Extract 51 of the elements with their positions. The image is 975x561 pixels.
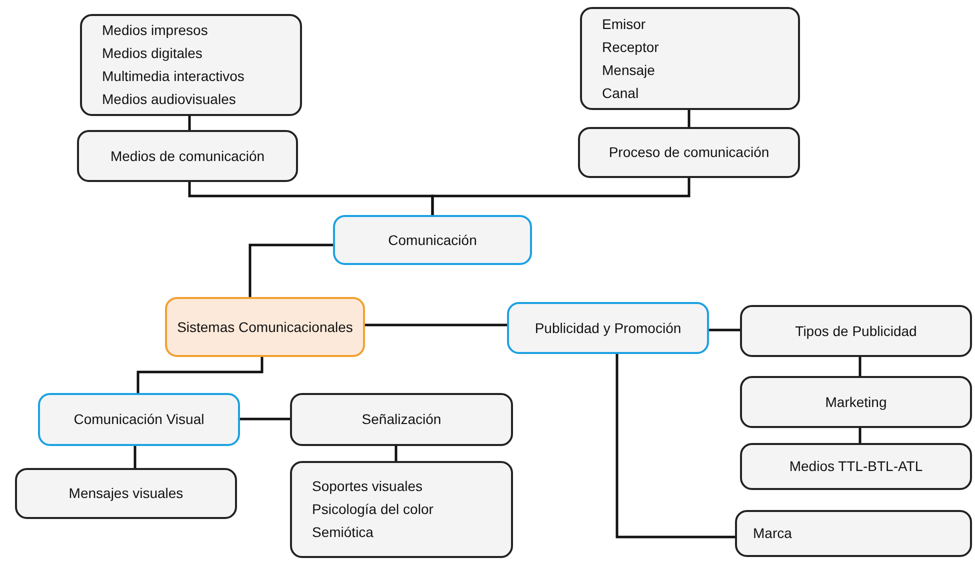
list-item: Multimedia interactivos	[102, 67, 244, 86]
concept-box	[38, 393, 240, 446]
node-label: Señalización	[362, 410, 442, 429]
concept-box	[740, 305, 972, 357]
list-item: Emisor	[602, 14, 646, 34]
node-label: Comunicación Visual	[74, 410, 204, 429]
node-label: Tipos de Publicidad	[795, 322, 917, 341]
connector-line	[688, 110, 690, 127]
list-item: Canal	[602, 84, 639, 102]
connector-line	[709, 328, 740, 332]
connector-line	[858, 357, 862, 376]
concept-box	[740, 443, 972, 490]
connector-line	[188, 116, 191, 130]
concept-box	[15, 468, 237, 519]
list-item: Semiótica	[312, 523, 374, 542]
node-label: Proceso de comunicación	[608, 143, 770, 162]
connector-line	[248, 244, 333, 297]
concept-box	[735, 510, 972, 557]
list-item: Medios digitales	[102, 44, 202, 63]
list-item: Medios audiovisuales	[102, 90, 236, 109]
concept-box	[80, 14, 302, 116]
list-item: Medios impresos	[102, 21, 208, 40]
node-label: Marketing	[825, 392, 887, 412]
list-item: Mensaje	[602, 60, 655, 80]
node-label: Comunicación	[388, 230, 477, 250]
concept-box	[333, 215, 532, 265]
node-label: Marca	[753, 524, 792, 543]
node-label: Medios TTL-BTL-ATL	[789, 457, 923, 476]
connector-line	[240, 418, 290, 420]
node-label: Publicidad y Promoción	[534, 318, 682, 338]
node-label: Medios de comunicación	[110, 146, 265, 166]
concept-box	[290, 393, 513, 446]
concept-box	[740, 376, 972, 428]
list-item: Receptor	[602, 38, 659, 57]
connector-line	[431, 178, 690, 215]
connector-line	[134, 446, 136, 468]
concept-box	[77, 130, 298, 182]
list-item: Soportes visuales	[312, 477, 423, 496]
list-item: Psicología del color	[312, 500, 434, 519]
connector-line	[394, 446, 398, 461]
connector-line	[365, 324, 507, 326]
connector-line	[616, 354, 735, 538]
concept-box	[165, 297, 365, 357]
concept-box	[507, 302, 709, 354]
connector-line	[136, 357, 264, 393]
connector-line	[858, 428, 862, 443]
node-label: Mensajes visuales	[68, 484, 184, 503]
concept-box	[290, 461, 513, 558]
node-label: Sistemas Comunicacionales	[177, 318, 353, 336]
concept-box	[578, 127, 800, 178]
concept-box	[580, 7, 800, 110]
